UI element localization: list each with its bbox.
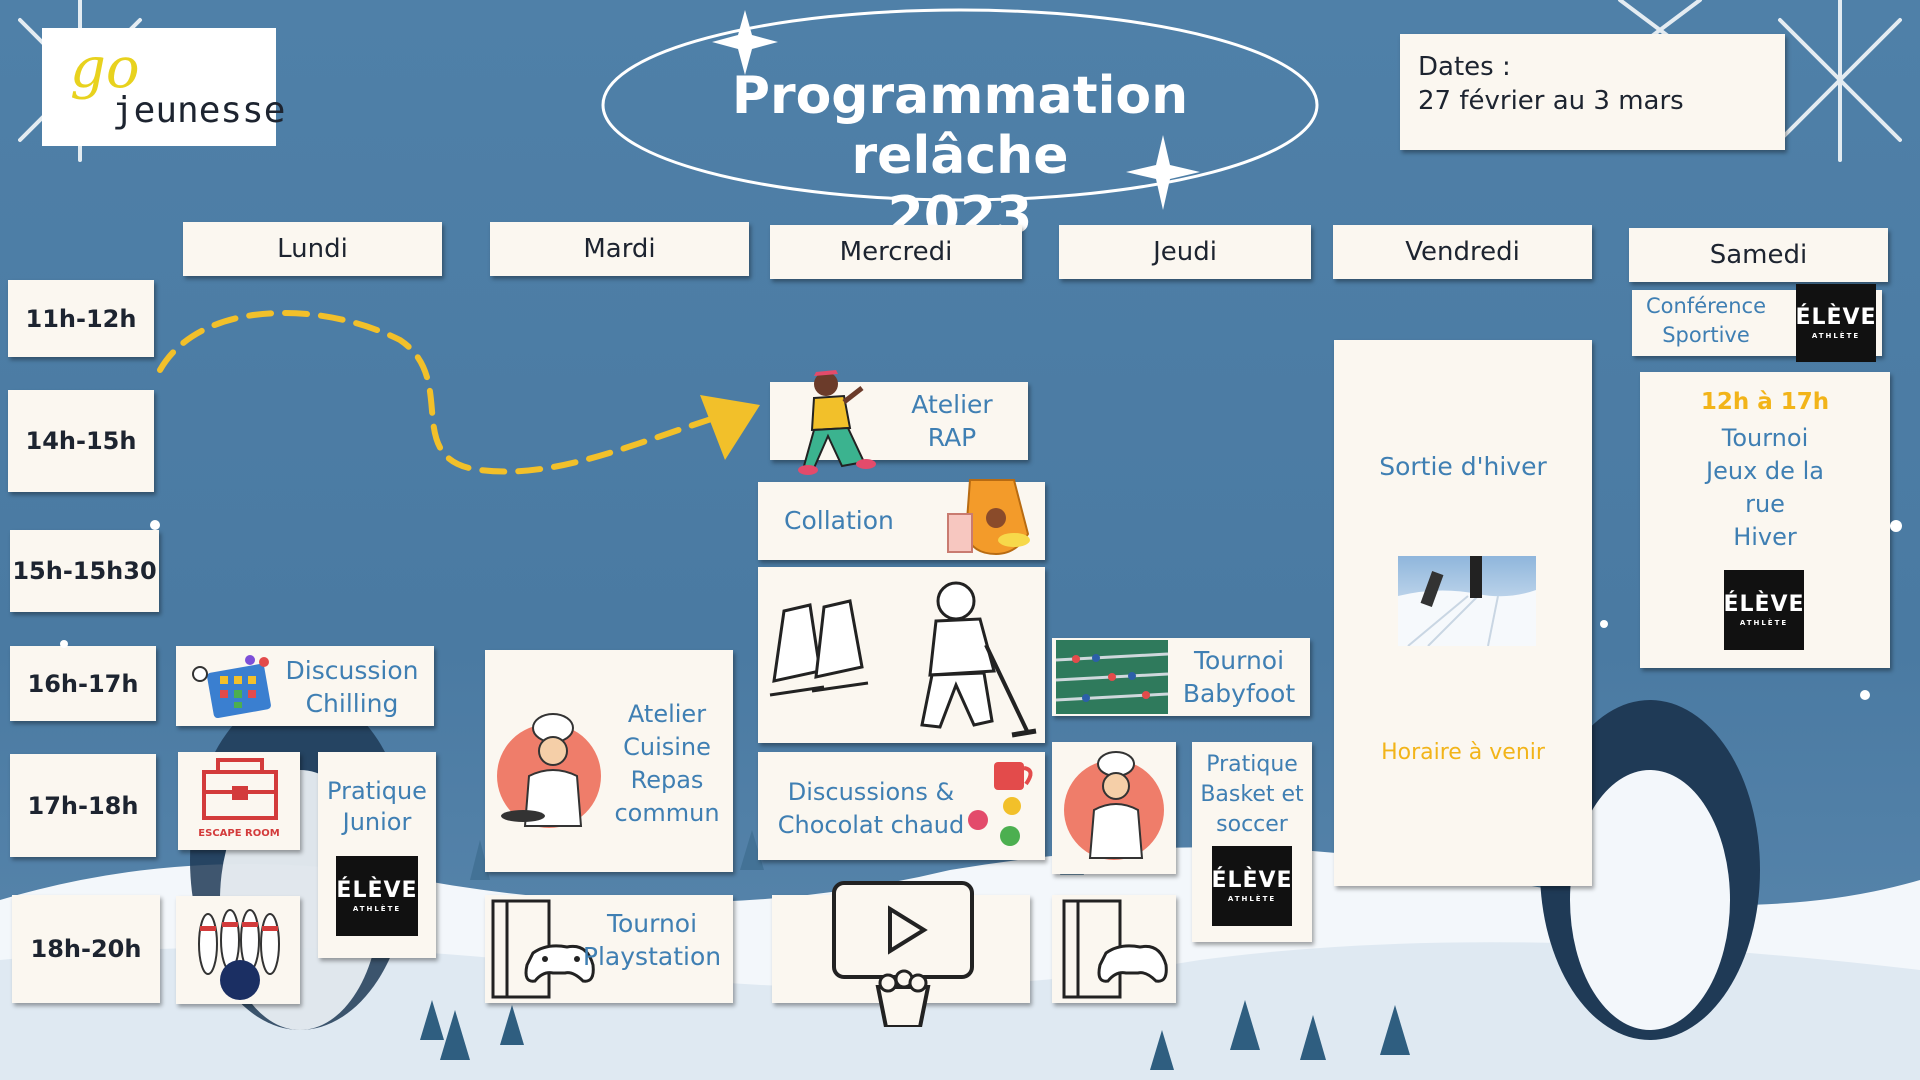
- movie-play-icon: [832, 881, 974, 1027]
- activity-pratique-junior-label: Pratique Junior: [327, 777, 427, 836]
- rapper-icon: [798, 370, 876, 475]
- activity-conference-sportive: Conférence Sportive ÉLÈVE ATHLÈTE: [1632, 284, 1882, 362]
- eleve-logo-big: ÉLÈVE: [1211, 867, 1293, 893]
- eleve-logo-big: ÉLÈVE: [336, 877, 418, 903]
- eleve-logo-big: ÉLÈVE: [1723, 591, 1805, 617]
- eleve-athlete-logo-jeudi: ÉLÈVE ATHLÈTE: [1211, 846, 1293, 926]
- activity-pratique-junior: Pratique Junior ÉLÈVE ATHLÈTE: [318, 752, 436, 958]
- dates-label: Dates :: [1418, 52, 1511, 82]
- eleve-athlete-logo-samedi: ÉLÈVE ATHLÈTE: [1723, 570, 1805, 650]
- activity-cuisine-jeudi: [1052, 742, 1176, 874]
- activity-sortie-hiver-label: Sortie d'hiver: [1379, 452, 1547, 481]
- day-header-samedi: Samedi: [1629, 228, 1888, 282]
- time-slot-18h: 18h-20h: [12, 895, 160, 1003]
- playstation-icon-jeudi: [1062, 899, 1168, 999]
- day-header-vendredi: Vendredi: [1333, 225, 1592, 279]
- activity-patinage-hockey: [758, 567, 1045, 743]
- escape-room-label: ESCAPE ROOM: [198, 828, 280, 839]
- page-title: Programmation relâche 2023: [620, 66, 1300, 246]
- day-header-jeudi: Jeudi: [1059, 225, 1311, 279]
- activity-atelier-rap-label: Atelier RAP: [911, 390, 993, 452]
- activity-discussion-chilling-label: Discussion Chilling: [285, 656, 419, 718]
- eleve-logo-small: ATHLÈTE: [1739, 618, 1789, 627]
- chef-icon-jeudi: [1064, 751, 1164, 860]
- activity-atelier-cuisine-label: Atelier Cuisine Repas commun: [614, 700, 720, 827]
- snow-dot: [1860, 690, 1870, 700]
- activity-discussion-chilling: Discussion Chilling: [176, 646, 434, 726]
- activity-bowling: [176, 896, 300, 1004]
- ski-photo: [1398, 556, 1536, 646]
- day-header-mercredi: Mercredi: [770, 225, 1022, 279]
- day-header-lundi: Lundi: [183, 222, 442, 276]
- eleve-logo-big: ÉLÈVE: [1795, 304, 1877, 330]
- escape-room-icon: [202, 758, 278, 820]
- activity-tournoi-rue-label: Tournoi Jeux de la rue Hiver: [1706, 424, 1824, 551]
- activity-tournoi-babyfoot-label: Tournoi Babyfoot: [1182, 646, 1296, 708]
- activity-pratique-basket-label: Pratique Basket et soccer: [1200, 752, 1304, 837]
- eleve-logo-small: ATHLÈTE: [352, 904, 402, 913]
- activity-tournoi-babyfoot: Tournoi Babyfoot: [1052, 638, 1310, 716]
- activity-tournoi-rue: 12h à 17h Tournoi Jeux de la rue Hiver É…: [1640, 372, 1890, 668]
- activity-pratique-basket: Pratique Basket et soccer ÉLÈVE ATHLÈTE: [1192, 742, 1312, 942]
- activity-tournoi-playstation-label: Tournoi Playstation: [582, 909, 722, 971]
- dates-box: Dates : 27 février au 3 mars: [1400, 34, 1785, 150]
- hot-chocolate-icon: [968, 762, 1033, 846]
- snow-dot: [150, 520, 160, 530]
- chef-icon: [497, 713, 601, 828]
- activity-atelier-rap: Atelier RAP: [770, 370, 1028, 475]
- activity-tournoi-playstation: Tournoi Playstation: [485, 895, 733, 1003]
- time-slot-16h: 16h-17h: [10, 646, 156, 721]
- snow-dot: [1890, 520, 1902, 532]
- eleve-athlete-logo: ÉLÈVE ATHLÈTE: [336, 856, 418, 936]
- activity-sortie-hiver: Sortie d'hiver Horaire à venir: [1334, 340, 1592, 886]
- time-slot-14h: 14h-15h: [8, 390, 154, 492]
- hockey-player-icon: [920, 581, 1037, 738]
- activity-horaire-venir-label: Horaire à venir: [1381, 740, 1545, 765]
- logo-jeunesse: jeunesse: [112, 90, 286, 131]
- activity-discussions-chocolat: Discussions & Chocolat chaud: [758, 752, 1045, 860]
- activity-conference-label: Conférence Sportive: [1645, 294, 1766, 347]
- activity-atelier-cuisine: Atelier Cuisine Repas commun: [485, 650, 733, 872]
- eleve-logo-small: ATHLÈTE: [1811, 331, 1861, 340]
- snack-icon: [947, 479, 1030, 556]
- day-header-mardi: Mardi: [490, 222, 749, 276]
- activity-samedi-time: 12h à 17h: [1700, 389, 1830, 415]
- title-line-1: Programmation relâche: [731, 66, 1189, 186]
- activity-discussions-chocolat-label: Discussions & Chocolat chaud: [777, 778, 965, 839]
- activity-collation: Collation: [758, 479, 1045, 560]
- eleve-athlete-logo-conference: ÉLÈVE ATHLÈTE: [1795, 284, 1877, 362]
- time-slot-15h: 15h-15h30: [10, 530, 159, 612]
- eleve-logo-small: ATHLÈTE: [1227, 894, 1277, 903]
- ice-skates-icon: [769, 599, 869, 697]
- activity-escape-room: ESCAPE ROOM: [178, 752, 300, 850]
- logo-go: go: [70, 36, 140, 101]
- board-game-icon: [192, 655, 271, 719]
- activity-playstation-jeudi: [1052, 895, 1176, 1003]
- bowling-icon: [198, 909, 280, 1000]
- time-slot-17h: 17h-18h: [10, 754, 156, 857]
- activity-collation-label: Collation: [784, 506, 894, 535]
- time-slot-11h: 11h-12h: [8, 280, 154, 357]
- playstation-icon: [491, 899, 595, 999]
- activity-cinema: [772, 881, 1030, 1027]
- snow-dot: [1600, 620, 1608, 628]
- babyfoot-icon: [1056, 640, 1168, 714]
- snow-dot: [60, 640, 68, 648]
- dates-range: 27 février au 3 mars: [1418, 86, 1684, 116]
- go-jeunesse-logo: go jeunesse: [42, 28, 285, 146]
